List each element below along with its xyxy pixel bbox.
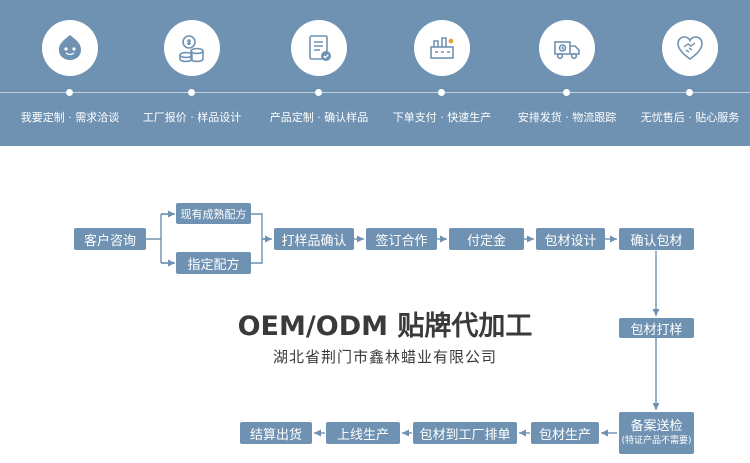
process-banner bbox=[0, 0, 750, 146]
step-icon-circle bbox=[539, 20, 595, 76]
timeline-dot bbox=[438, 89, 445, 96]
flow-box-deposit: 付定金 bbox=[449, 228, 524, 250]
company-name: 湖北省荆门市鑫林蜡业有限公司 bbox=[272, 348, 497, 366]
flow-box-record-inspection: 备案送检 (特证产品不需要) bbox=[619, 412, 694, 454]
step-custom bbox=[257, 20, 381, 76]
flow-box-settle-ship: 结算出货 bbox=[240, 422, 312, 444]
step-label: 下单支付 · 快速生产 bbox=[392, 111, 492, 124]
step-icon-circle bbox=[662, 20, 718, 76]
timeline-dot bbox=[188, 89, 195, 96]
step-icon-circle bbox=[164, 20, 220, 76]
timeline-dot bbox=[66, 89, 73, 96]
flow-box-online-production: 上线生产 bbox=[326, 422, 400, 444]
step-quote bbox=[130, 20, 254, 76]
delivery-truck-icon bbox=[554, 41, 580, 60]
timeline-dot bbox=[686, 89, 693, 96]
step-label: 产品定制 · 确认样品 bbox=[269, 111, 369, 124]
step-shipping bbox=[505, 20, 629, 76]
step-icon-circle bbox=[291, 20, 347, 76]
timeline-dot bbox=[563, 89, 570, 96]
heart-handshake-icon bbox=[677, 36, 703, 60]
flow-box-package-to-factory: 包材到工厂排单 bbox=[413, 422, 517, 444]
step-label: 工厂报价 · 样品设计 bbox=[142, 111, 242, 124]
coins-icon bbox=[179, 35, 204, 63]
step-order bbox=[380, 20, 504, 76]
record-inspection-note: (特证产品不需要) bbox=[621, 435, 692, 446]
flow-box-package-production: 包材生产 bbox=[531, 422, 599, 444]
banner-timeline bbox=[0, 92, 750, 93]
step-icon-circle bbox=[42, 20, 98, 76]
flow-box-confirm-package: 确认包材 bbox=[619, 228, 694, 250]
timeline-dot bbox=[315, 89, 322, 96]
step-aftersales bbox=[628, 20, 750, 76]
record-inspection-label: 备案送检 bbox=[630, 419, 683, 435]
flow-box-custom-formula: 指定配方 bbox=[176, 252, 251, 274]
flow-box-consult: 客户咨询 bbox=[74, 228, 146, 250]
flow-box-package-proof: 包材打样 bbox=[619, 318, 694, 338]
step-icon-circle bbox=[414, 20, 470, 76]
step-label: 安排发货 · 物流跟踪 bbox=[517, 111, 617, 124]
step-requirement bbox=[8, 20, 132, 76]
flow-box-package-design: 包材设计 bbox=[536, 228, 605, 250]
document-check-icon bbox=[309, 35, 331, 61]
step-label: 我要定制 · 需求洽谈 bbox=[20, 111, 120, 124]
flow-box-sample-confirm: 打样品确认 bbox=[274, 228, 354, 250]
flow-box-existing-formula: 现有成熟配方 bbox=[176, 203, 251, 224]
factory-icon bbox=[430, 37, 454, 59]
chat-bubble-icon bbox=[59, 35, 81, 60]
flow-box-sign-contract: 签订合作 bbox=[366, 228, 437, 250]
page-title: OEM/ODM 贴牌代加工 bbox=[237, 311, 533, 342]
step-label: 无忧售后 · 贴心服务 bbox=[640, 111, 740, 124]
